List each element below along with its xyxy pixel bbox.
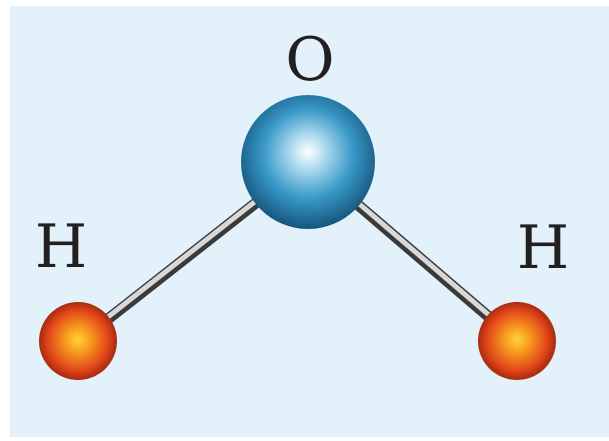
hydrogen-atom-left bbox=[39, 302, 117, 380]
hydrogen-label-left: H bbox=[35, 212, 87, 282]
oxygen-label: O bbox=[285, 25, 334, 95]
oxygen-atom bbox=[241, 95, 375, 229]
hydrogen-label-right: H bbox=[517, 213, 569, 283]
hydrogen-atom-right bbox=[478, 302, 556, 380]
